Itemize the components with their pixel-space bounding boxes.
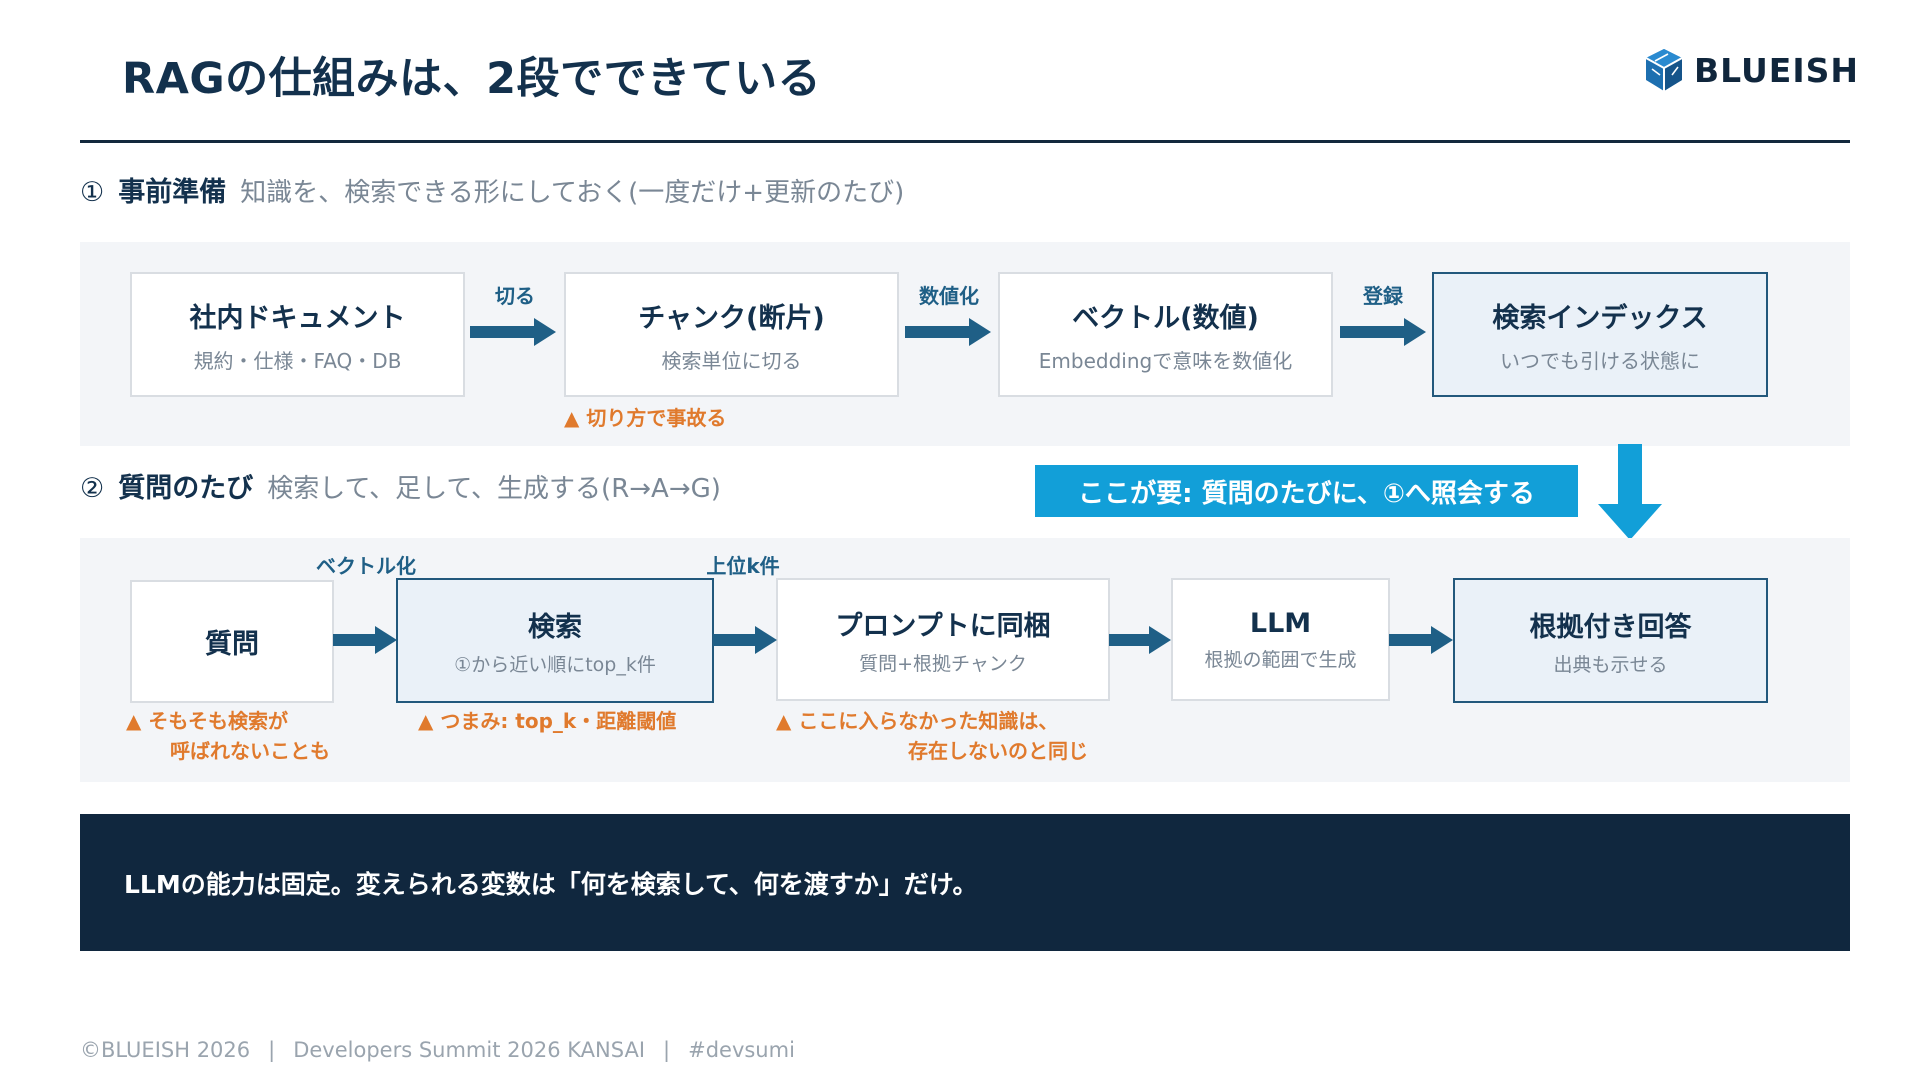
summary-banner: LLMの能力は固定。変えられる変数は「何を検索して、何を渡すか」だけ。	[80, 814, 1850, 951]
right-arrow-icon	[1109, 626, 1171, 654]
arrow-label-cut: 切る	[495, 284, 535, 308]
section2-title: 質問のたび	[118, 473, 254, 504]
right-arrow-icon	[1340, 318, 1426, 346]
warning-top-k-knob: ▲ つまみ: top_k・距離閾値	[418, 706, 676, 736]
step-question: 質問	[130, 580, 334, 703]
step-search-index: 検索インデックス いつでも引ける状態に	[1432, 272, 1768, 397]
step-vector: ベクトル(数値) Embeddingで意味を数値化	[998, 272, 1333, 397]
brand-logo: BLUEISH	[1642, 46, 1859, 94]
step-subtitle: 根拠の範囲で生成	[1204, 648, 1357, 671]
footer: ©BLUEISH 2026 | Developers Summit 2026 K…	[80, 1038, 795, 1062]
step-title: 根拠付き回答	[1529, 611, 1692, 643]
step-title: 社内ドキュメント	[189, 302, 406, 334]
step-grounded-answer: 根拠付き回答 出典も示せる	[1453, 578, 1768, 703]
step-subtitle: 検索単位に切る	[661, 348, 802, 373]
warning-missing-knowledge: ▲ ここに入らなかった知識は、 存在しないのと同じ	[776, 706, 1088, 766]
step-title: LLM	[1249, 607, 1312, 639]
footer-copyright: ©BLUEISH 2026	[80, 1038, 251, 1062]
arrow-label-top-k: 上位k件	[706, 554, 780, 578]
step-title: チャンク(断片)	[638, 302, 825, 334]
footer-separator: |	[663, 1038, 671, 1062]
step-subtitle: ①から近い順にtop_k件	[454, 653, 656, 676]
slide-title: RAGの仕組みは、2段でできている	[122, 54, 822, 104]
section2-number: ②	[80, 473, 105, 504]
arrow-label-vectorize: 数値化	[919, 284, 979, 308]
warning-line: 存在しないのと同じ	[908, 739, 1088, 763]
right-arrow-icon	[905, 318, 991, 346]
logo-text: BLUEISH	[1694, 50, 1860, 90]
warning-line: 呼ばれないことも	[170, 739, 330, 763]
warning-search-not-called: ▲ そもそも検索が 呼ばれないことも	[126, 706, 330, 766]
key-point-callout: ここが要: 質問のたびに、①へ照会する	[1035, 465, 1578, 517]
right-arrow-icon	[1389, 626, 1453, 654]
section2-header: ② 質問のたび 検索して、足して、生成する(R→A→G)	[80, 466, 721, 505]
footer-separator: |	[268, 1038, 276, 1062]
step-internal-documents: 社内ドキュメント 規約・仕様・FAQ・DB	[130, 272, 465, 397]
step-subtitle: 質問+根拠チャンク	[859, 652, 1027, 675]
down-arrow-icon	[1598, 444, 1662, 540]
arrow-label-register: 登録	[1363, 284, 1403, 308]
blueish-cube-logo-icon	[1645, 49, 1683, 91]
right-arrow-icon	[713, 626, 777, 654]
summary-text: LLMの能力は固定。変えられる変数は「何を検索して、何を渡すか」だけ。	[124, 869, 978, 899]
section1-title: 事前準備	[118, 177, 227, 208]
warning-line: ▲ つまみ: top_k・距離閾値	[418, 709, 677, 733]
step-chunk: チャンク(断片) 検索単位に切る	[564, 272, 899, 397]
section1-number: ①	[80, 177, 105, 208]
section1-header: ① 事前準備 知識を、検索できる形にしておく(一度だけ+更新のたび)	[80, 170, 904, 209]
step-title: 検索インデックス	[1492, 302, 1708, 334]
chunk-warning: ▲ 切り方で事故る	[564, 406, 727, 430]
step-title: 検索	[528, 611, 582, 643]
arrow-label-vectorization: ベクトル化	[316, 554, 416, 578]
section1-subtitle: 知識を、検索できる形にしておく(一度だけ+更新のたび)	[240, 178, 905, 208]
step-search: 検索 ①から近い順にtop_k件	[396, 578, 714, 703]
warning-line: ▲ ここに入らなかった知識は、	[776, 709, 1059, 733]
step-llm: LLM 根拠の範囲で生成	[1171, 578, 1390, 701]
warning-line: ▲ そもそも検索が	[126, 709, 288, 733]
step-prompt-bundle: プロンプトに同梱 質問+根拠チャンク	[776, 578, 1110, 701]
step-title: プロンプトに同梱	[835, 610, 1051, 642]
footer-event: Developers Summit 2026 KANSAI	[293, 1038, 646, 1062]
step-subtitle: 出典も示せる	[1553, 653, 1668, 676]
footer-hashtag: #devsumi	[688, 1038, 795, 1062]
step-subtitle: 規約・仕様・FAQ・DB	[193, 348, 402, 373]
step-title: 質問	[205, 629, 259, 660]
step-subtitle: いつでも引ける状態に	[1500, 348, 1700, 373]
right-arrow-icon	[470, 318, 556, 346]
section2-subtitle: 検索して、足して、生成する(R→A→G)	[267, 474, 721, 504]
step-subtitle: Embeddingで意味を数値化	[1038, 348, 1293, 373]
right-arrow-icon	[333, 626, 397, 654]
step-title: ベクトル(数値)	[1072, 302, 1259, 334]
header-divider	[80, 140, 1850, 143]
